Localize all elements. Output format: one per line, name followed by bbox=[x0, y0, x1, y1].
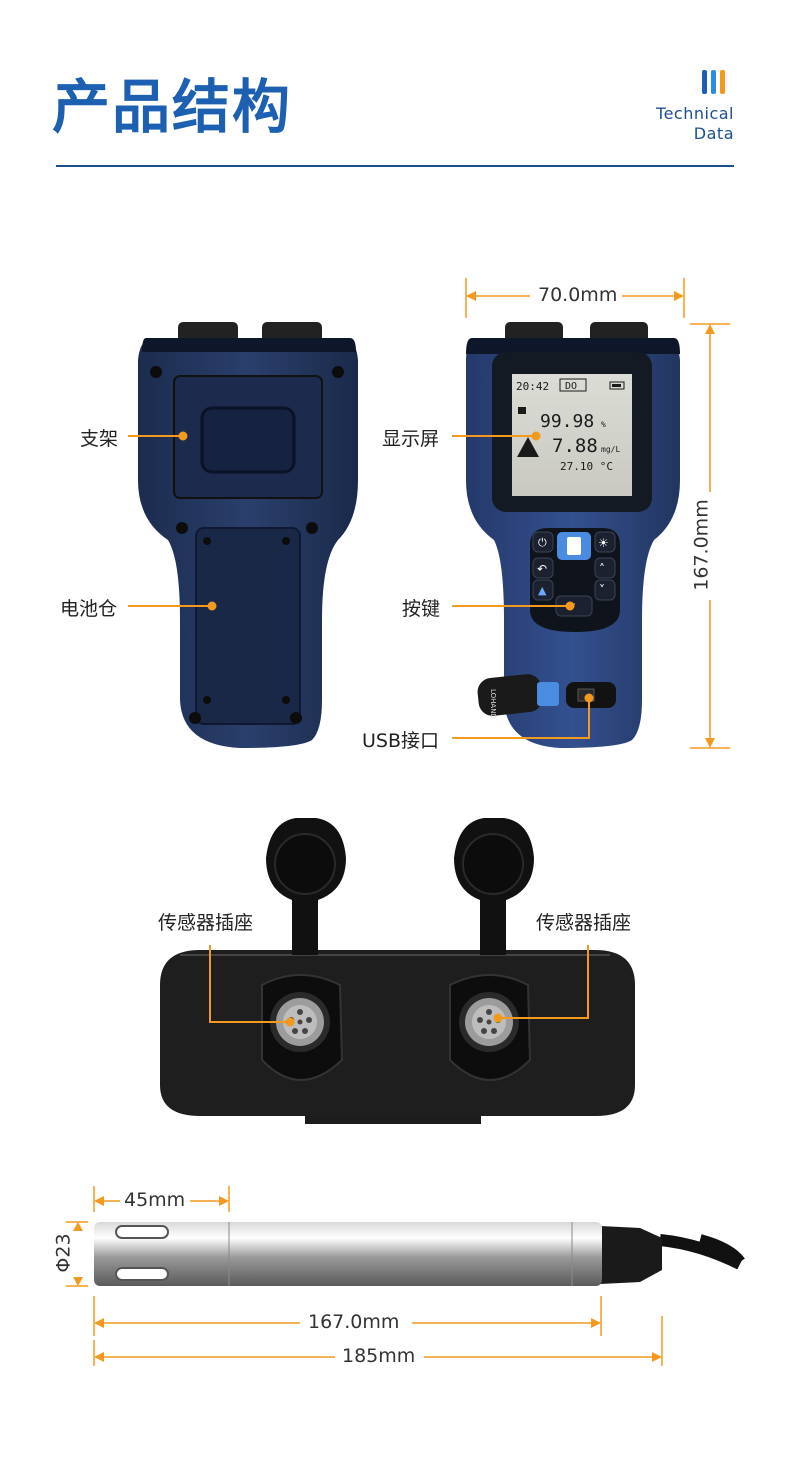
lcd-unit2: mg/L bbox=[601, 445, 620, 454]
lcd-mode: DO bbox=[565, 381, 577, 392]
logo-text: LOHAND bbox=[489, 689, 497, 719]
technical-data-label: Technical Data bbox=[656, 104, 734, 144]
callout-battery: 电池仓 bbox=[60, 598, 118, 620]
callout-lines bbox=[128, 431, 594, 1027]
lcd-unit1: % bbox=[601, 420, 606, 429]
lcd-value1: 99.98 bbox=[540, 411, 594, 432]
lcd-value2: 7.88 bbox=[552, 435, 598, 457]
backlight-icon: ☀ bbox=[598, 536, 609, 550]
callout-sensor-left: 传感器插座 bbox=[158, 912, 254, 934]
up-icon: ˄ bbox=[599, 562, 605, 576]
callout-usb: USB接口 bbox=[362, 730, 440, 752]
dim-probe-tip: 45mm bbox=[120, 1189, 190, 1211]
dim-meter-height: 167.0mm bbox=[690, 495, 713, 595]
tech-line-2: Data bbox=[693, 124, 734, 143]
dim-probe-body: 167.0mm bbox=[304, 1311, 404, 1333]
callout-sensor-right: 传感器插座 bbox=[536, 912, 632, 934]
warning-icon bbox=[517, 437, 539, 457]
lcd-temp: 27.10 °C bbox=[560, 460, 613, 473]
tech-line-1: Technical bbox=[656, 104, 734, 123]
callout-stand: 支架 bbox=[80, 428, 119, 450]
dimension-arrowheads bbox=[73, 291, 715, 1362]
brand-logo-icon bbox=[537, 682, 559, 706]
meter-front-view: 20:42 DO 99.98 % 7.88 mg/L 27.10 °C ⏻ ☀ … bbox=[466, 322, 680, 748]
dim-probe-diameter: Φ23 bbox=[52, 1233, 75, 1273]
down-icon: ˅ bbox=[599, 583, 605, 597]
power-icon: ⏻ bbox=[538, 536, 547, 549]
menu-icon bbox=[567, 537, 581, 555]
lcd-time: 20:42 bbox=[516, 380, 549, 393]
lock-icon bbox=[518, 407, 526, 414]
page-title: 产品结构 bbox=[52, 73, 293, 141]
probe-view bbox=[94, 1222, 745, 1286]
sensor-socket-view bbox=[160, 818, 635, 1124]
dim-meter-width: 70.0mm bbox=[534, 284, 622, 306]
header-divider bbox=[56, 165, 734, 167]
dim-probe-total: 185mm bbox=[338, 1345, 420, 1367]
callout-keys: 按键 bbox=[402, 598, 441, 620]
back-icon: ↶ bbox=[537, 562, 547, 576]
calibrate-icon: ▲ bbox=[538, 584, 547, 597]
callout-screen: 显示屏 bbox=[382, 428, 440, 450]
meter-back-view bbox=[138, 322, 358, 748]
brand-bars-icon bbox=[702, 70, 725, 94]
